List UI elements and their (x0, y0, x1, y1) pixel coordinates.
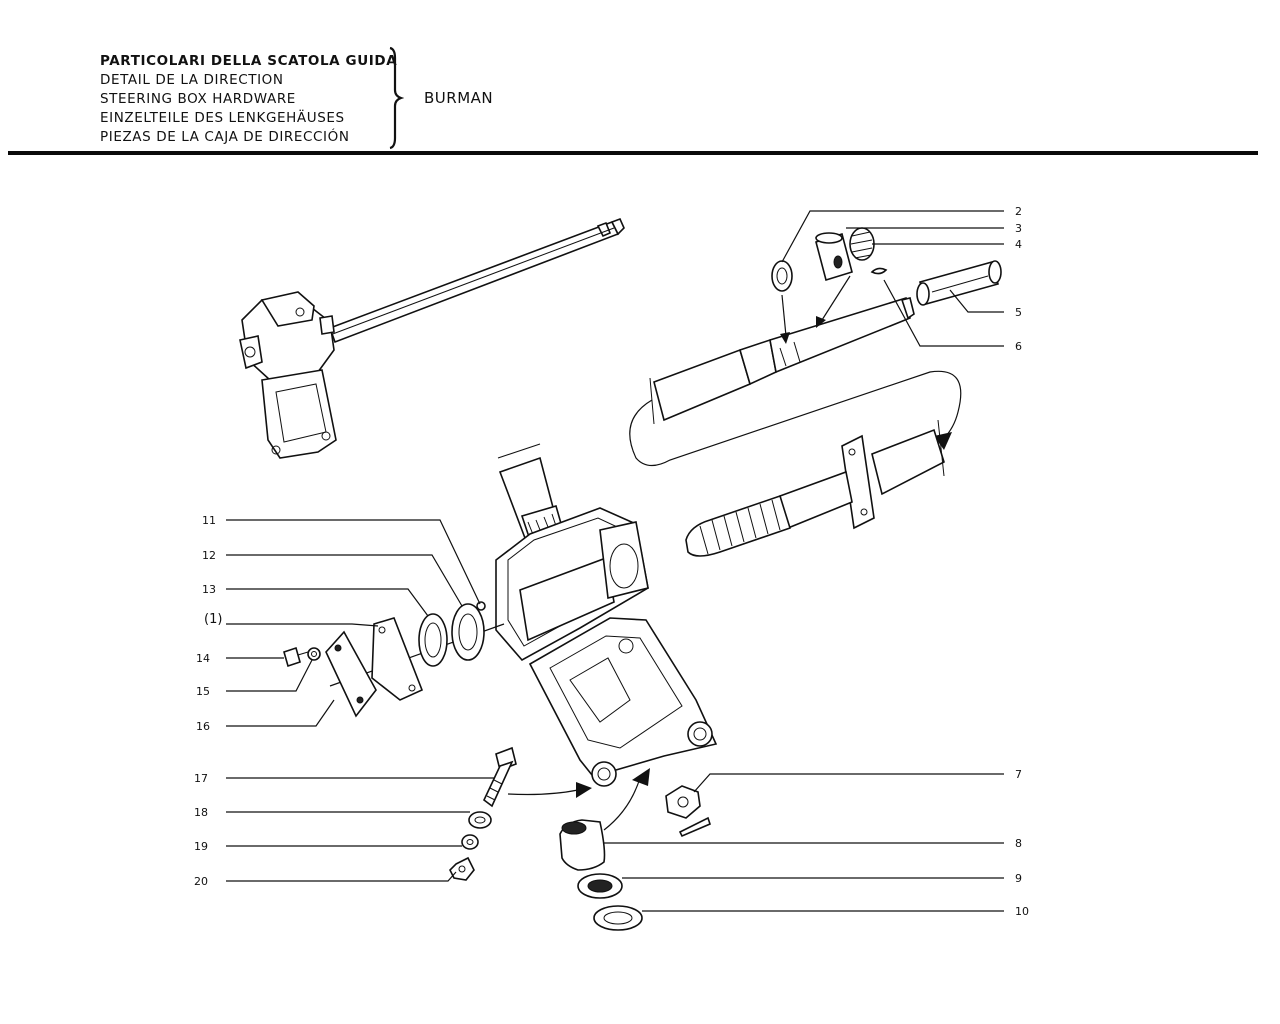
title-english: STEERING BOX HARDWARE (100, 91, 296, 107)
part-6-key (870, 267, 888, 275)
part-1-shim (371, 617, 424, 701)
callout-17: 17 (194, 772, 208, 785)
part-5-sleeve (919, 261, 999, 305)
parts-7-to-10 (559, 768, 711, 931)
manufacturer-label: BURMAN (424, 89, 494, 107)
callout-15: 15 (196, 685, 210, 698)
part-12-bearing (451, 603, 485, 661)
callout-7: 7 (1015, 768, 1022, 781)
callout-5: 5 (1015, 306, 1022, 319)
routing-loop-arrow (629, 370, 962, 467)
callout-9: 9 (1015, 872, 1022, 885)
part-15-washer (307, 647, 321, 661)
callout-1: (1) (204, 612, 222, 627)
title-french: DETAIL DE LA DIRECTION (100, 72, 284, 88)
parts-17-to-20 (449, 746, 592, 881)
part-10-washer (593, 905, 643, 931)
callout-8: 8 (1015, 837, 1022, 850)
assembled-steering-box (239, 217, 625, 459)
callout-20: 20 (194, 875, 208, 888)
parts-2-to-6 (771, 227, 1002, 306)
callout-16: 16 (196, 720, 210, 733)
callout-11: 11 (202, 514, 216, 527)
steering-column-lower (685, 419, 945, 557)
routing-arrowhead (934, 432, 952, 450)
title-italian: PARTICOLARI DELLA SCATOLA GUIDA (100, 53, 398, 69)
part-16-cover (325, 630, 377, 718)
title-spanish: PIEZAS DE LA CAJA DE DIRECCIÓN (100, 129, 350, 145)
part-7-nut (665, 785, 701, 819)
part-11-ball (476, 601, 486, 611)
part-20-nut (449, 856, 475, 881)
curly-brace (389, 46, 404, 150)
callout-12: 12 (202, 549, 216, 562)
cotter-pin (678, 816, 711, 838)
part-14-bolt (283, 646, 301, 668)
callout-2: 2 (1015, 205, 1022, 218)
part-19-washer (461, 834, 479, 850)
steering-box-housing (495, 443, 718, 787)
column-bellows (685, 494, 791, 557)
callout-6: 6 (1015, 340, 1022, 353)
header-rule (8, 151, 1258, 155)
steering-column-upper (649, 275, 915, 425)
callout-labels: 2 3 4 5 6 7 8 9 10 11 12 13 (1) 14 15 16… (194, 205, 1029, 918)
callout-18: 18 (194, 806, 208, 819)
callout-10: 10 (1015, 905, 1029, 918)
callout-19: 19 (194, 840, 208, 853)
header-titles: PARTICOLARI DELLA SCATOLA GUIDA DETAIL D… (100, 52, 400, 147)
callout-13: 13 (202, 583, 216, 596)
part-2-nut (771, 260, 793, 292)
part-18-washer (468, 811, 492, 829)
callout-4: 4 (1015, 238, 1022, 251)
title-german: EINZELTEILE DES LENKGEHÄUSES (100, 110, 345, 126)
callout-14: 14 (196, 652, 210, 665)
parts-11-to-16 (283, 601, 505, 718)
leader-lines (226, 210, 1004, 912)
part-13-seal (418, 613, 448, 667)
callout-3: 3 (1015, 222, 1022, 235)
